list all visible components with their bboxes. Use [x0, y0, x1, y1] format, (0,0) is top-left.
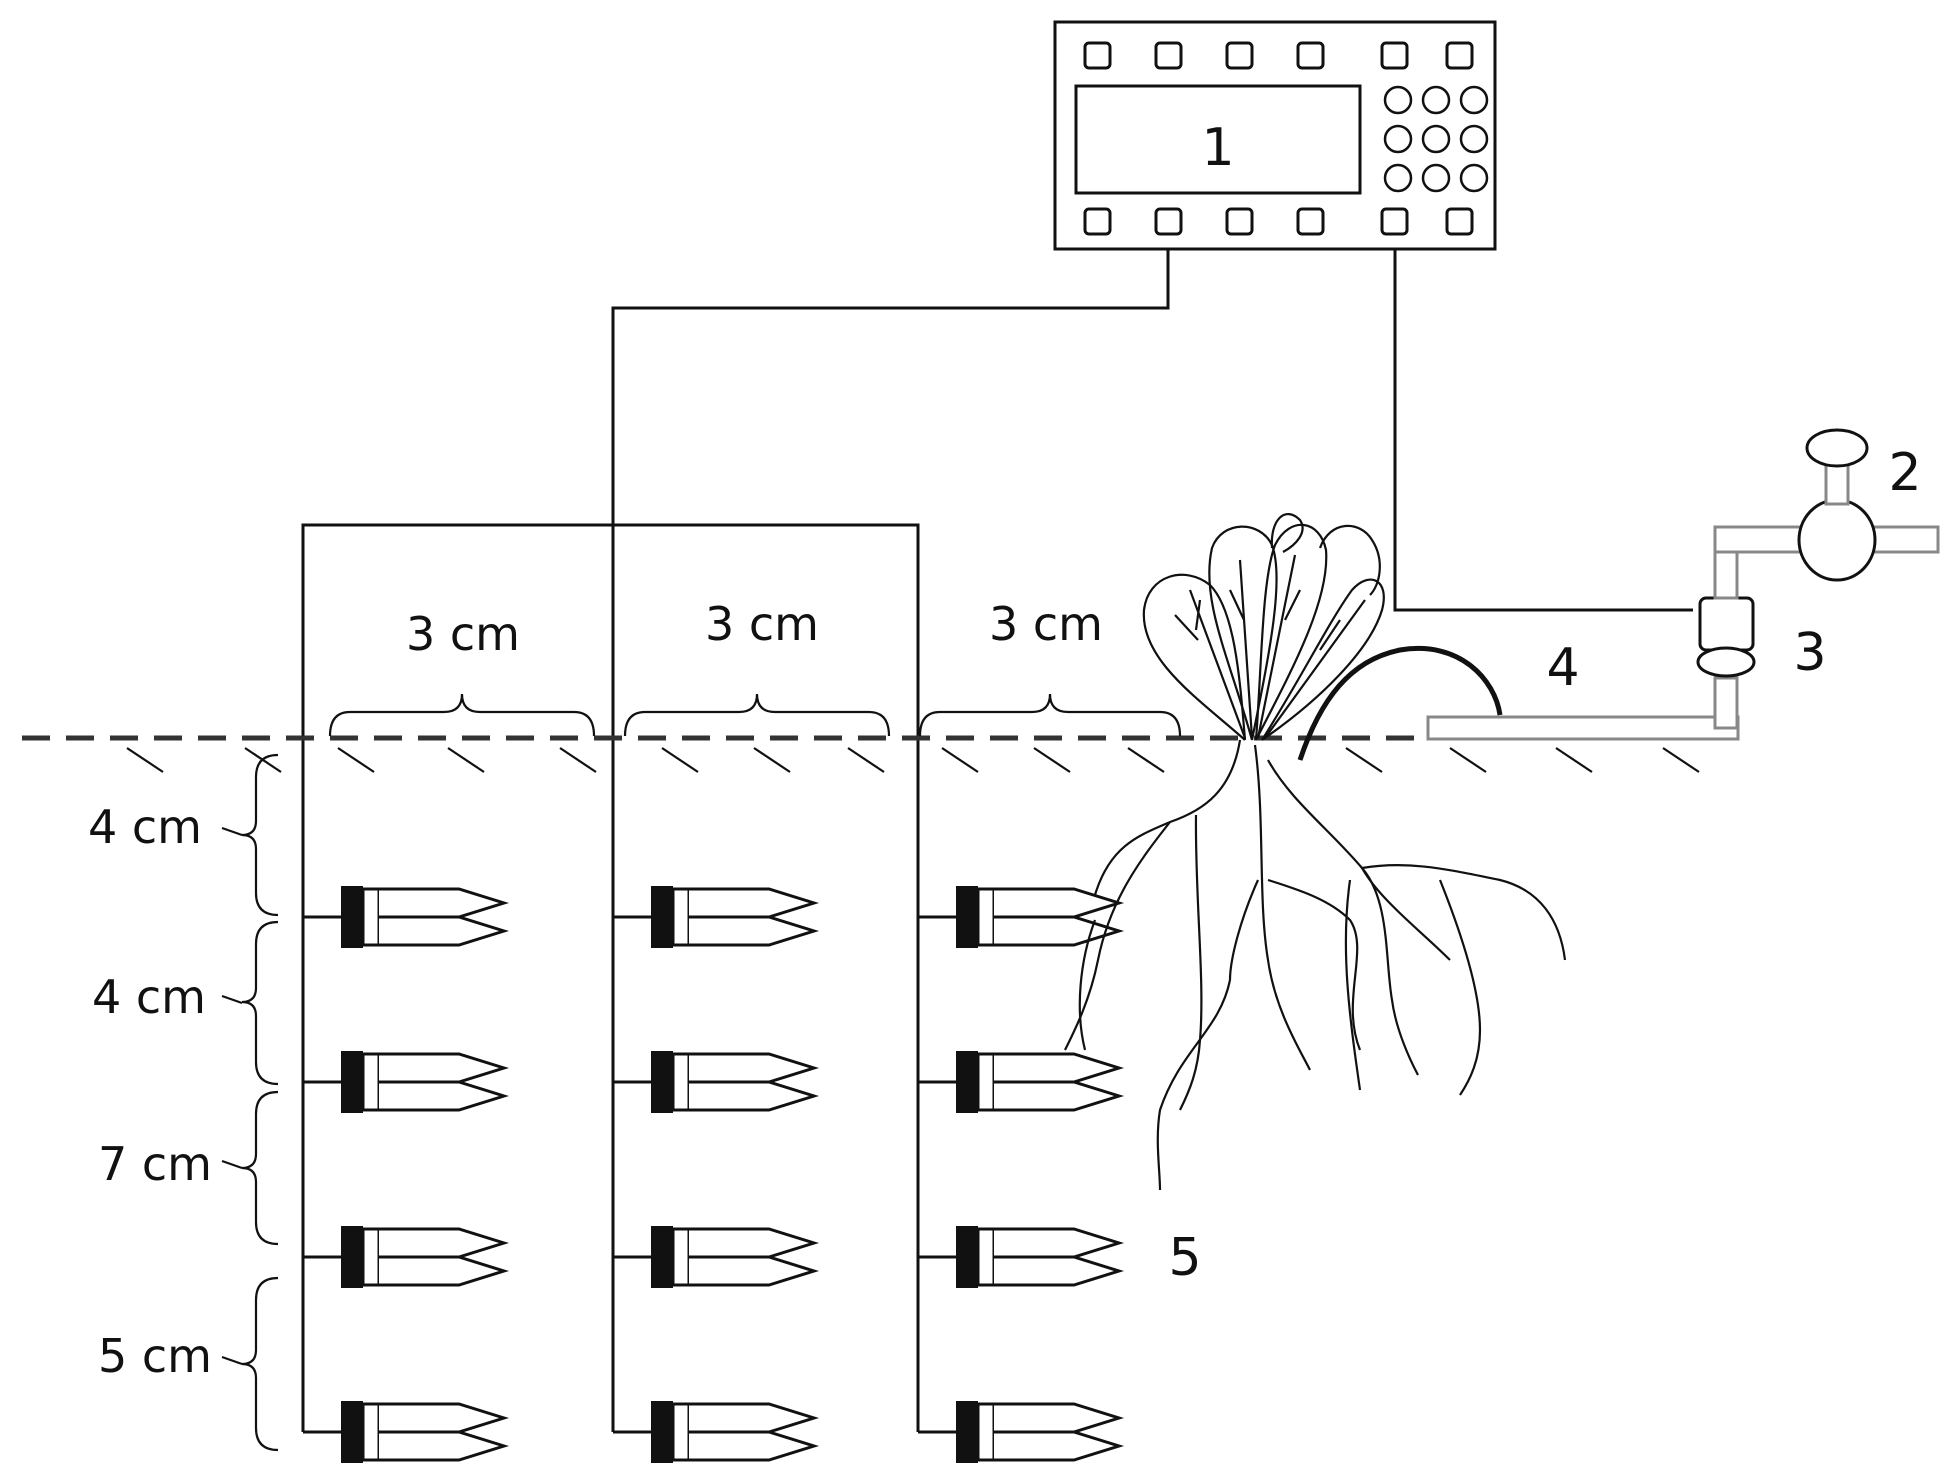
- sensor-array: [303, 886, 1125, 1463]
- soil-moisture-sensor: [303, 886, 510, 948]
- drip-pipe: [1426, 715, 1740, 741]
- drip-pipe-label: 4: [1546, 638, 1579, 698]
- flowmeter-cable: [1393, 249, 1693, 612]
- soil-moisture-sensor: [918, 1051, 1125, 1113]
- plant: [1064, 513, 1567, 1191]
- valve-label: 2: [1888, 443, 1921, 503]
- flowmeter-label: 3: [1793, 623, 1826, 683]
- soil-moisture-sensor: [613, 1226, 820, 1288]
- logger-label: 1: [1201, 118, 1234, 178]
- soil-moisture-sensor: [303, 1226, 510, 1288]
- depth-label-4: 5 cm: [98, 1329, 212, 1383]
- soil-moisture-sensor: [918, 1226, 1125, 1288]
- depth-braces: [221, 753, 279, 1452]
- depth-label-1: 4 cm: [88, 800, 202, 854]
- logger-bottom-terminals: [1083, 207, 1474, 236]
- spacing-label-3: 3 cm: [989, 597, 1103, 651]
- soil-moisture-sensor: [613, 1051, 820, 1113]
- depth-label-3: 7 cm: [98, 1137, 212, 1191]
- spacing-label-2: 3 cm: [705, 597, 819, 651]
- soil-moisture-sensor: [613, 1401, 820, 1463]
- logger-keypad: [1383, 85, 1489, 193]
- soil-hatching: [126, 747, 1700, 773]
- soil-moisture-sensor: [303, 1051, 510, 1113]
- data-logger: 1: [1053, 20, 1497, 251]
- soil-moisture-sensor: [918, 886, 1125, 948]
- spacing-label-1: 3 cm: [406, 607, 520, 661]
- flowmeter: [1696, 550, 1756, 730]
- logger-display: [1074, 84, 1362, 195]
- soil-moisture-sensor: [303, 1401, 510, 1463]
- valve: [1713, 428, 1940, 582]
- depth-label-2: 4 cm: [92, 970, 206, 1024]
- sensor-cable: [301, 249, 1170, 1432]
- horizontal-spacing-braces: [328, 693, 1182, 737]
- logger-top-terminals: [1083, 41, 1474, 70]
- soil-moisture-sensor: [918, 1401, 1125, 1463]
- sensor-label: 5: [1168, 1228, 1201, 1288]
- soil-moisture-sensor: [613, 886, 820, 948]
